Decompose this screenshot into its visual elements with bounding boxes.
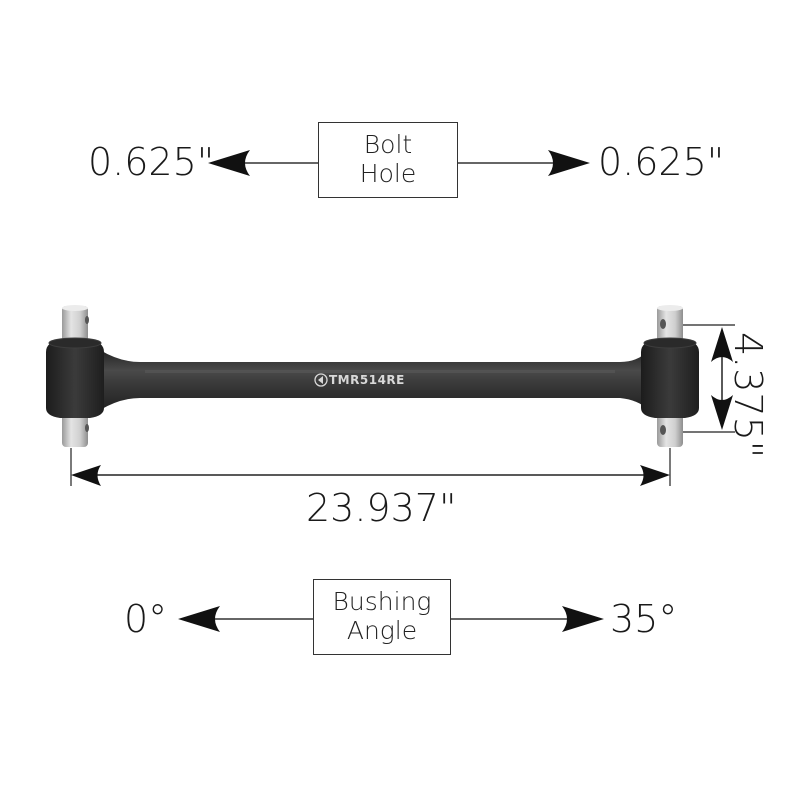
bolt-hole-label-line1: Bolt (363, 130, 413, 160)
bushing-angle-label-box: Bushing Angle (313, 579, 451, 655)
part-number-label: TMR514RE (329, 373, 405, 387)
torque-rod (46, 305, 699, 447)
bushing-angle-right-value: 35° (610, 597, 678, 641)
bushing-angle-left-value: 0° (124, 597, 168, 641)
bushing-angle-right-arrow (450, 606, 604, 632)
height-value: 4.375" (726, 332, 770, 459)
bolt-hole-right-value: 0.625" (598, 140, 725, 184)
left-pin-top (62, 306, 88, 348)
bushing-angle-left-arrow (178, 606, 313, 632)
bolt-hole-right-arrow (458, 150, 590, 176)
circled-logo-icon (314, 373, 328, 387)
right-pin-top (657, 306, 683, 346)
length-value: 23.937" (306, 486, 457, 530)
bolt-hole-label-box: Bolt Hole (318, 122, 458, 198)
bolt-hole-label-line2: Hole (359, 159, 417, 188)
bolt-hole-left-arrow (208, 150, 318, 176)
bushing-angle-label-line2: Angle (346, 616, 418, 645)
length-dimension (70, 448, 671, 486)
height-dimension (683, 324, 735, 433)
bushing-angle-label-line1: Bushing (332, 587, 432, 617)
bolt-hole-left-value: 0.625" (88, 140, 215, 184)
